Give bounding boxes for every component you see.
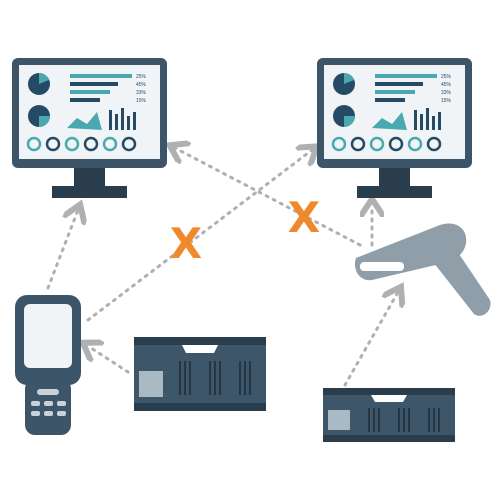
kpi-ring xyxy=(83,136,99,152)
monitor-icon: 25% 45% 33% 15% xyxy=(12,58,167,198)
kpi-ring xyxy=(369,136,385,152)
blocked-mark-right: X xyxy=(288,193,320,242)
bar-value-label: 45% xyxy=(441,82,452,88)
connections xyxy=(46,148,398,387)
barcode-scanner-icon xyxy=(354,223,491,316)
scanner-to-left-monitor-arrow xyxy=(175,148,362,247)
kpi-ring xyxy=(45,136,61,152)
bar-value-label: 33% xyxy=(136,90,147,96)
handheld-to-left-monitor-arrow xyxy=(46,210,78,290)
kpi-ring xyxy=(388,136,404,152)
kpi-ring xyxy=(102,136,118,152)
kpi-ring xyxy=(64,136,80,152)
handheld-to-right-monitor-arrow xyxy=(86,150,312,322)
kpi-ring xyxy=(331,136,347,152)
bar-value-label: 45% xyxy=(136,82,147,88)
handheld-terminal-icon xyxy=(15,295,81,435)
crate-to-handheld-arrow xyxy=(88,346,130,374)
kpi-ring xyxy=(426,136,442,152)
kpi-ring xyxy=(350,136,366,152)
bar-value-label: 25% xyxy=(441,74,452,80)
bar-value-label: 15% xyxy=(136,98,147,104)
bar-value-label: 33% xyxy=(441,90,452,96)
bar-value-label: 25% xyxy=(136,74,147,80)
crate-icon xyxy=(134,337,266,411)
kpi-ring xyxy=(407,136,423,152)
kpi-ring xyxy=(26,136,42,152)
crate-to-scanner-arrow xyxy=(343,292,398,387)
monitor-icon: 25% 45% 33% 15% xyxy=(317,58,472,198)
crate-icon xyxy=(323,388,455,442)
blocked-mark-left: X xyxy=(170,219,202,268)
bar-value-label: 15% xyxy=(441,98,452,104)
kpi-ring xyxy=(121,136,137,152)
